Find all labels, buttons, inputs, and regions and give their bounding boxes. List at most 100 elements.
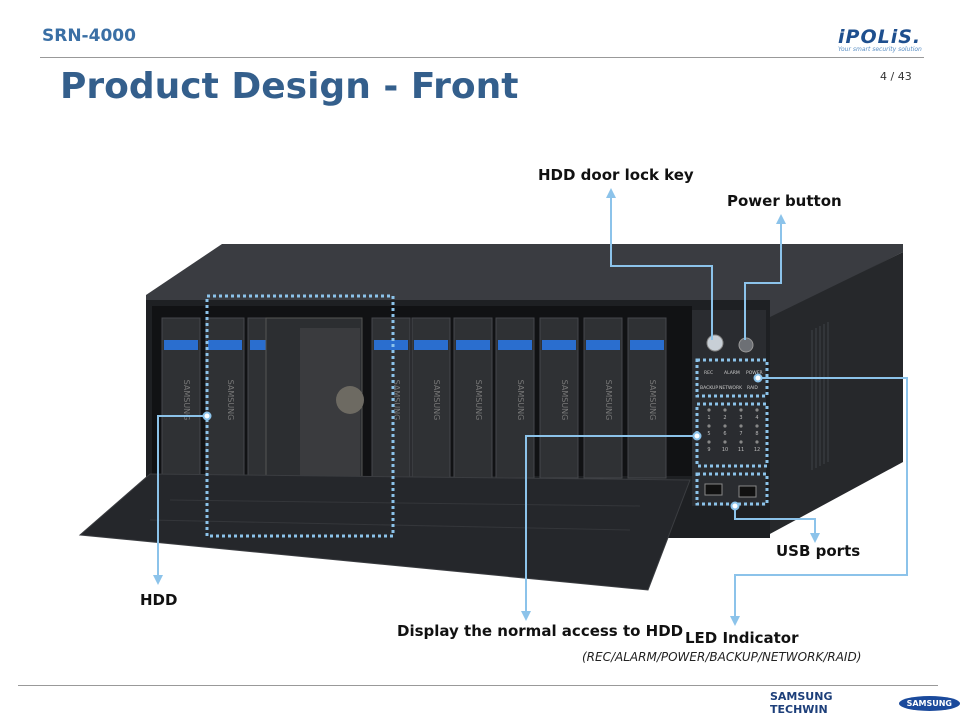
page-title: Product Design - Front (60, 66, 519, 107)
bay-led (739, 440, 743, 444)
document-id: SRN-4000 (42, 26, 136, 46)
led-label-backup: BACKUP (700, 385, 718, 391)
bay-led (755, 408, 759, 412)
drive-tab (164, 340, 198, 350)
lock-key-callout-line (610, 196, 713, 340)
drive-bay[interactable]: SAMSUNG (583, 317, 623, 479)
bay-number-label: 3 (739, 415, 742, 421)
footer-company: SAMSUNG TECHWIN (770, 690, 833, 716)
control-panel (692, 310, 766, 506)
drive-bay[interactable]: SAMSUNG (627, 317, 667, 479)
logo-word: iPOLiS. (838, 26, 922, 48)
drive-brand-label: SAMSUNG (648, 380, 657, 421)
drive-tab (208, 340, 242, 350)
power-button-icon[interactable] (738, 337, 754, 353)
header-divider (40, 57, 924, 58)
led-indicator-highlight-box (695, 358, 769, 398)
footer-logo: SAMSUNG TECHWIN SAMSUNG (770, 690, 960, 716)
power-arrowhead (776, 214, 786, 224)
bay-number-label: 12 (754, 447, 760, 453)
usb-port-2[interactable] (738, 485, 757, 498)
callout-hdd: HDD (140, 591, 178, 609)
led-indicator-detail: (REC/ALARM/POWER/BACKUP/NETWORK/RAID) (582, 650, 862, 664)
led-label-power: POWER (746, 370, 763, 376)
drive-bay[interactable]: SAMSUNG (411, 317, 451, 479)
drive-brand-label: SAMSUNG (392, 380, 401, 421)
bay-led (739, 408, 743, 412)
device-right-side (768, 252, 903, 535)
callout-power-button: Power button (727, 192, 842, 210)
drive-tab (498, 340, 532, 350)
bay-led (707, 408, 711, 412)
drive-tab (414, 340, 448, 350)
door-lock-key-icon[interactable] (706, 334, 724, 352)
logo-tagline: Your smart security solution (838, 46, 922, 53)
bay-led (723, 440, 727, 444)
usb-callout-line (734, 506, 816, 535)
led-label-network: NETWORK (719, 385, 743, 391)
bay-number-label: 1 (707, 415, 710, 421)
bay-number-label: 7 (739, 431, 742, 437)
bay-number-label: 2 (723, 415, 726, 421)
drive-brand-label: SAMSUNG (474, 380, 483, 421)
front-door-open (78, 473, 691, 591)
access-arrowhead (521, 611, 531, 621)
callout-usb-ports: USB ports (776, 542, 861, 560)
drive-tab (374, 340, 408, 350)
callout-led-indicator: LED Indicator (685, 629, 799, 647)
bay-number-label: 5 (707, 431, 710, 437)
bay-led (755, 424, 759, 428)
ipolis-logo: iPOLiS. Your smart security solution (838, 26, 928, 53)
bay-number-label: 4 (755, 415, 758, 421)
device-top-surface (146, 244, 903, 318)
bay-led (707, 424, 711, 428)
drive-tab (456, 340, 490, 350)
bay-number-label: 8 (755, 431, 758, 437)
led-label-rec: REC (704, 370, 713, 376)
page-number: 4 / 43 (880, 70, 912, 83)
bay-led (707, 440, 711, 444)
led-label-raid: RAID (747, 385, 758, 391)
drive-brand-label: SAMSUNG (182, 380, 191, 421)
drive-tab (542, 340, 576, 350)
footer-brand-badge: SAMSUNG (898, 695, 960, 711)
drive-tab (586, 340, 620, 350)
callout-hdd-door-lock-key: HDD door lock key (538, 166, 694, 184)
drive-bay[interactable]: SAMSUNG (371, 317, 411, 479)
drive-brand-label: SAMSUNG (516, 380, 525, 421)
bay-number-label: 6 (723, 431, 726, 437)
led-arrowhead (730, 616, 740, 626)
drive-bay[interactable]: SAMSUNG (539, 317, 579, 479)
pulled-hdd (214, 317, 364, 510)
bay-led (739, 424, 743, 428)
led-callout-line (734, 377, 908, 618)
drive-brand-label: SAMSUNG (226, 380, 235, 421)
drive-brand-label: SAMSUNG (560, 380, 569, 421)
bay-number-label: 11 (738, 447, 744, 453)
callout-display-access: Display the normal access to HDD (397, 622, 684, 640)
power-callout-line (744, 222, 782, 340)
drive-bay[interactable]: SAMSUNG (453, 317, 493, 479)
bay-number-label: 9 (707, 447, 710, 453)
lock-key-arrowhead (606, 188, 616, 198)
usb-arrowhead (810, 533, 820, 543)
side-vents (811, 322, 829, 470)
drive-bays: SAMSUNG SAMSUNG SAMSUNG SAMSUNG SAMSUNG SAMSU… (161, 317, 667, 479)
drive-brand-label: SAMSUNG (604, 380, 613, 421)
bay-number-label: 10 (722, 447, 728, 453)
hdd-arrowhead (153, 575, 163, 585)
bay-led (755, 440, 759, 444)
usb-port-1[interactable] (704, 483, 723, 496)
led-label-alarm: ALARM (724, 370, 740, 376)
drive-bay[interactable]: SAMSUNG (495, 317, 535, 479)
drive-brand-label: SAMSUNG (432, 380, 441, 421)
bay-led (723, 424, 727, 428)
bay-led (723, 408, 727, 412)
drive-bay[interactable]: SAMSUNG (205, 317, 245, 479)
drive-bay[interactable]: SAMSUNG (161, 317, 201, 479)
drive-tab (630, 340, 664, 350)
access-callout-line (525, 435, 697, 613)
footer-divider (18, 685, 938, 686)
